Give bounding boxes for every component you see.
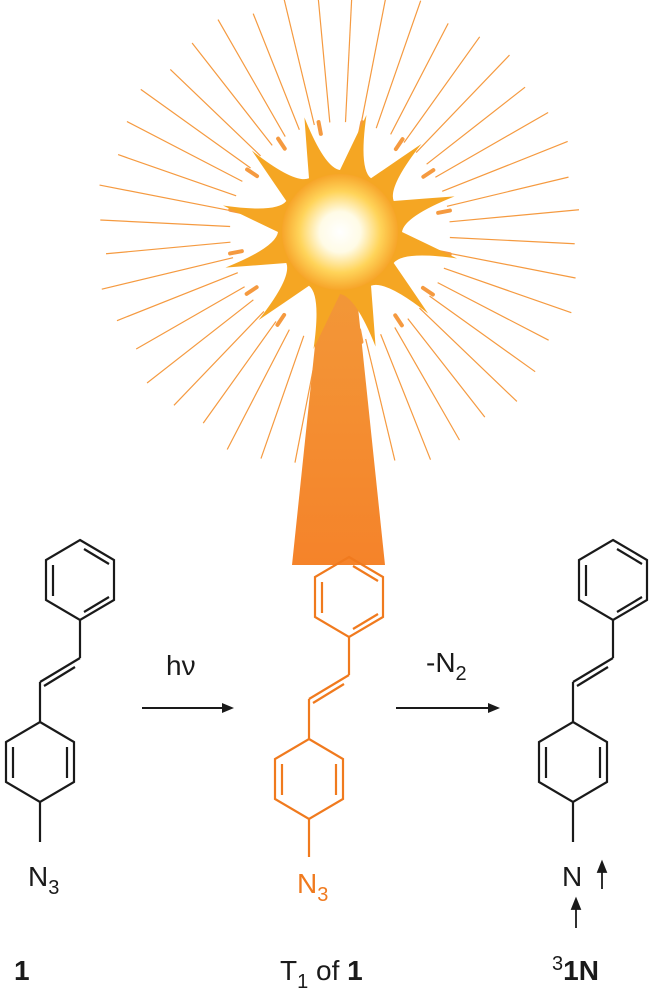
sun-dash — [420, 285, 435, 297]
sun-ray — [146, 299, 254, 384]
sun-dash — [436, 208, 452, 215]
molecule-excited — [273, 555, 385, 857]
sun-ray — [344, 0, 353, 123]
sun-ray — [380, 333, 432, 460]
sun-core — [282, 174, 398, 290]
sun-ray — [202, 321, 277, 424]
sun-ray — [441, 140, 568, 192]
sun-ray — [419, 307, 518, 402]
sun-dash — [393, 137, 405, 152]
sun-ray — [101, 257, 234, 290]
sun-dash — [276, 136, 287, 151]
product-label: 31N — [552, 953, 599, 986]
excited-phenyl-double-3 — [352, 613, 379, 630]
molecule-reactant — [4, 538, 116, 842]
sun-ray — [140, 88, 251, 169]
light-beam — [292, 250, 385, 565]
excited-phenyl-ring — [313, 555, 385, 639]
sun-ray — [437, 282, 549, 341]
sun-ray — [173, 311, 265, 406]
product-phenyl-double-2 — [616, 548, 643, 565]
spin-up-arrow-right-head — [596, 859, 608, 873]
excited-label: T1 of 1 — [280, 955, 363, 990]
reactant-azide: N3 — [28, 861, 59, 899]
excited-alkene-bond — [308, 674, 350, 700]
sun-ray — [191, 42, 273, 146]
sun-ray — [117, 154, 237, 197]
reactant-alkene-bond — [39, 657, 81, 683]
sun-dash — [421, 168, 436, 179]
spin-arrows — [570, 859, 608, 928]
hv-label: hν — [166, 650, 196, 681]
sun-ray — [317, 0, 331, 123]
sun-ray — [135, 286, 245, 350]
sun-ray — [126, 120, 243, 182]
sun-dash — [228, 249, 244, 256]
sun-ray — [426, 86, 526, 165]
excited-alkene-double — [312, 683, 345, 704]
product-aryl-ring — [537, 720, 609, 804]
sun-ray — [360, 0, 386, 125]
sun-ray — [169, 68, 261, 157]
reactant-aryl-ring — [4, 720, 76, 804]
excited-azide: N3 — [297, 868, 328, 906]
sun-ray — [226, 329, 290, 450]
product-nitrene-atom: N — [562, 861, 582, 892]
sun-ray — [446, 176, 569, 207]
product-alkene-bond — [572, 657, 614, 683]
reactant-phenyl-ring — [44, 538, 116, 622]
sun-ray — [435, 111, 549, 178]
reactant-alkene-double — [43, 666, 76, 687]
sun-dash — [275, 312, 287, 327]
sun-ray — [365, 338, 396, 461]
spin-up-arrow-bottom-head — [570, 896, 582, 910]
sun-ray — [116, 272, 239, 322]
reactant-aryl-double-3 — [13, 778, 40, 794]
molecule-product — [537, 538, 649, 842]
product-alkene-double — [576, 666, 609, 687]
sun-ray — [99, 184, 233, 212]
sun-ray — [252, 13, 300, 131]
excited-phenyl-double-2 — [352, 565, 379, 582]
sun-ray — [447, 252, 576, 279]
sun-ray — [449, 209, 580, 223]
reactant-phenyl-double-2 — [83, 548, 110, 565]
sun-ray — [375, 0, 422, 129]
reactant-label: 1 — [14, 955, 30, 986]
sun-dash — [244, 285, 259, 296]
product-phenyl-ring — [577, 538, 649, 622]
sun-dash — [393, 313, 404, 328]
sun-dash — [316, 120, 323, 136]
excited-aryl-ring — [273, 737, 345, 821]
sun-ray — [283, 0, 315, 126]
sun-ray — [443, 267, 572, 314]
arrow-hv-head — [222, 703, 234, 713]
arrow-n2-head — [488, 703, 500, 713]
sun-ray — [100, 219, 231, 228]
product-phenyl-double-3 — [616, 596, 643, 613]
sun-ray — [415, 54, 510, 153]
sun-ray — [449, 236, 575, 245]
reactant-phenyl-double-3 — [83, 596, 110, 613]
sun-ray — [390, 23, 449, 135]
sun-ray — [105, 241, 231, 255]
sun-dash — [245, 167, 260, 179]
minus-n2-label: -N2 — [426, 647, 467, 685]
sun-ray — [403, 36, 481, 143]
sun-ray — [260, 335, 305, 459]
sun-ray — [429, 295, 536, 373]
sun-ray — [394, 327, 461, 441]
sun-ray — [217, 19, 286, 137]
sun-ray — [407, 318, 486, 418]
